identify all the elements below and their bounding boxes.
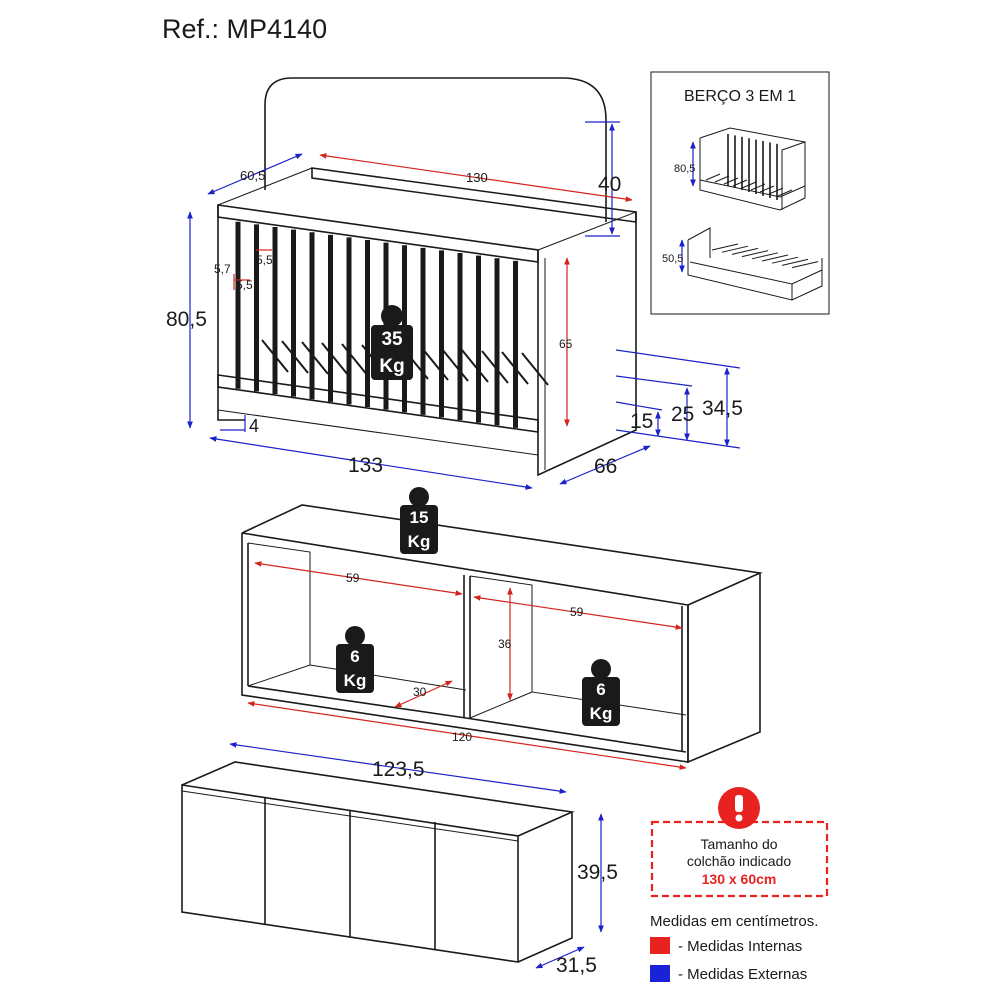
notice-line-3: 130 x 60cm [702,871,777,887]
crib-drawing [217,77,637,477]
slat-line [714,175,730,183]
notice-box [650,820,829,898]
slat-line [732,179,748,187]
slat-line [731,247,759,255]
crib-inner-height-label: 65 [559,337,573,351]
slat-gap-2-label: 5,5 [256,253,273,267]
shelf-right-weight-unit: Kg [590,704,613,723]
inset-box [650,71,830,315]
slat-line [741,181,757,189]
weight-icon: 35 Kg [371,305,413,380]
slat-line [321,342,349,376]
slat-line [771,256,799,264]
slat-line [750,183,766,191]
leg-25-label: 25 [671,403,694,426]
legend-external-label: - Medidas Externas [678,966,807,983]
exclamation-icon [718,787,760,829]
inset-dim-1: 80,5 [674,163,695,175]
shelf-right-weight-value: 6 [596,680,605,699]
slat-line [751,252,779,260]
inset-title: BERÇO 3 EM 1 [684,88,796,105]
shelf-total-width-label: 120 [452,730,472,744]
slat-line [261,339,289,373]
weight-icon: 6 Kg [336,626,374,693]
niche-height-label: 36 [498,637,512,651]
slat-line [711,243,739,251]
crib-width-top-label: 130 [466,170,488,185]
shelf-drawing [241,504,763,764]
reference-title: Ref.: MP4140 [162,14,327,44]
legend-internal-swatch [650,937,670,954]
slat-line [441,348,469,382]
slat-line [705,173,721,181]
notice-line-1: Tamanho do [700,836,777,852]
inset-dim-2: 50,5 [662,253,683,265]
slat-line [723,177,739,185]
weight-icon: 15 Kg [400,487,438,554]
shelf-top-weight-value: 15 [410,508,429,527]
slat-line [741,250,769,258]
crib-weight-value: 35 [381,329,403,350]
notice-line-2: colchão indicado [687,853,792,869]
crib-base-width-label: 133 [348,454,383,477]
crib-base-depth-label: 66 [594,455,617,478]
crib-total-height-label: 80,5 [166,308,207,331]
niche-right-width-label: 59 [570,605,584,619]
slat-line [768,187,784,195]
legend-external-swatch [650,965,670,982]
slat-line [521,352,549,386]
slat-line [481,350,509,384]
legend-title: Medidas em centímetros. [650,913,818,930]
cabinet-width-label: 123,5 [372,758,425,781]
weight-icon: 6 Kg [582,659,620,726]
slat-gap-1-label: 5,7 [214,262,231,276]
slat-line [501,351,529,385]
legend-internal-label: - Medidas Internas [678,938,802,955]
leg-15-label: 15 [630,410,653,433]
shelf-left-weight-value: 6 [350,647,359,666]
shelf-top-weight-unit: Kg [408,532,431,551]
leg-345-label: 34,5 [702,397,743,420]
crib-depth-top-label: 60,5 [240,168,265,183]
slat-line [759,185,775,193]
shelf-left-weight-unit: Kg [344,671,367,690]
niche-depth-label: 30 [413,685,427,699]
slat-line [761,254,789,262]
crib-weight-unit: Kg [379,356,404,377]
slat-line [421,347,449,381]
slat-line [281,340,309,374]
slat-line [301,341,329,375]
slat-line [721,245,749,253]
slat-gap-3-label: 5,5 [236,278,253,292]
cabinet-height-label: 39,5 [577,861,618,884]
cabinet-depth-label: 31,5 [556,954,597,977]
slat-line [791,261,819,269]
niche-left-width-label: 59 [346,571,360,585]
slat-line [777,189,793,197]
cabinet-drawing [181,761,575,963]
base-offset-label: 4 [249,416,259,436]
inset-crib-drawing [687,127,823,301]
slat-line [341,343,369,377]
crib-canopy-height-label: 40 [598,173,621,196]
slat-line [781,258,809,266]
slat-line [461,349,489,383]
